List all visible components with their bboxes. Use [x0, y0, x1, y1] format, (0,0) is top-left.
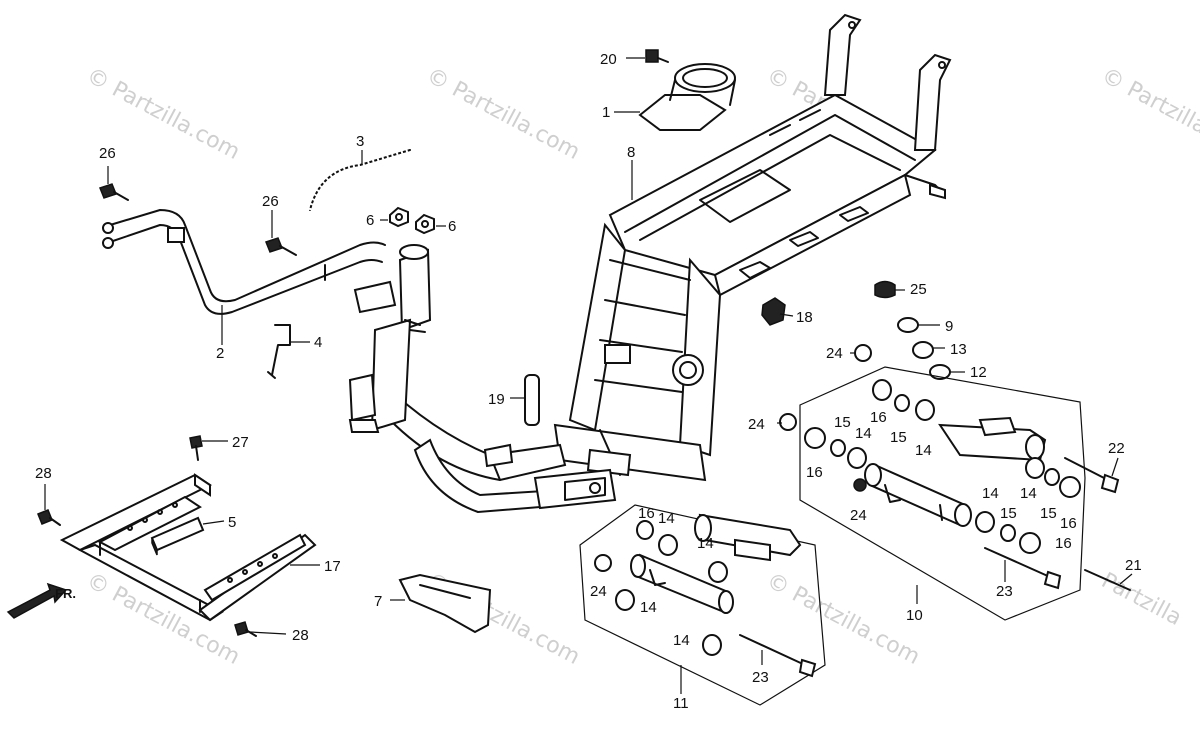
callout-14: 14 [855, 425, 872, 442]
watermark: © Partzilla.com [1097, 63, 1200, 165]
callout-28: 28 [35, 465, 52, 482]
callout-24: 24 [748, 416, 765, 433]
callout-7: 7 [374, 593, 382, 610]
callout-16: 16 [806, 464, 823, 481]
callout-14: 14 [640, 599, 657, 616]
callout-24: 24 [590, 583, 607, 600]
callout-15: 15 [1040, 505, 1057, 522]
watermark-corner: Partzilla [1097, 568, 1185, 631]
clip-part [267, 324, 291, 379]
nut-6-part [389, 206, 435, 235]
callout-14: 14 [982, 485, 999, 502]
callout-28: 28 [292, 627, 309, 644]
callout-18: 18 [796, 309, 813, 326]
callout-14: 14 [697, 535, 714, 552]
callout-15: 15 [1000, 505, 1017, 522]
callout-24: 24 [826, 345, 843, 362]
brake-rod-part [102, 209, 386, 315]
callout-12: 12 [970, 364, 987, 381]
clamp-18-part [761, 297, 786, 326]
front-direction-marker: FR. [6, 582, 76, 619]
callout-5: 5 [228, 514, 236, 531]
watermark: © Partzilla.com [422, 63, 584, 165]
callout-14: 14 [673, 632, 690, 649]
callout-26: 26 [262, 193, 279, 210]
callout-10: 10 [906, 607, 923, 624]
callout-16: 16 [870, 409, 887, 426]
callout-23: 23 [752, 669, 769, 686]
bolt-26-part [99, 183, 297, 256]
leader-lines [44, 57, 1133, 694]
callout-2: 2 [216, 345, 224, 362]
callout-22: 22 [1108, 440, 1125, 457]
callout-6: 6 [366, 212, 374, 229]
callout-17: 17 [324, 558, 341, 575]
callout-24: 24 [850, 507, 867, 524]
front-label: FR. [55, 586, 76, 601]
callout-15: 15 [890, 429, 907, 446]
callout-6: 6 [448, 218, 456, 235]
pivot-assembly-11 [579, 504, 826, 706]
callout-16: 16 [1055, 535, 1072, 552]
floor-frame-17 [59, 473, 317, 622]
callout-14: 14 [658, 510, 675, 527]
callout-16: 16 [1060, 515, 1077, 532]
callout-20: 20 [600, 51, 617, 68]
pad-5-part [150, 516, 205, 556]
callout-3: 3 [356, 133, 364, 150]
callout-14: 14 [915, 442, 932, 459]
pin-19-part [524, 374, 540, 426]
callout-14: 14 [1020, 485, 1037, 502]
callout-16: 16 [638, 505, 655, 522]
callouts: 20 1 3 26 26 6 6 8 2 4 18 19 25 9 13 12 … [35, 51, 1142, 712]
main-frame-part [348, 13, 952, 514]
handlebar-bracket-part [638, 63, 736, 131]
callout-13: 13 [950, 341, 967, 358]
guard-plate-7 [398, 573, 492, 634]
callout-25: 25 [910, 281, 927, 298]
callout-19: 19 [488, 391, 505, 408]
callout-9: 9 [945, 318, 953, 335]
pivot-assembly-10 [799, 366, 1131, 621]
callout-1: 1 [602, 104, 610, 121]
bolts-27-28 [37, 435, 257, 637]
callout-26: 26 [99, 145, 116, 162]
hose-part [305, 145, 412, 212]
callout-11: 11 [673, 695, 689, 712]
callout-8: 8 [627, 144, 635, 161]
bolt-20-part [645, 49, 669, 63]
callout-4: 4 [314, 334, 322, 351]
callout-23: 23 [996, 583, 1013, 600]
callout-21: 21 [1125, 557, 1142, 574]
callout-15: 15 [834, 414, 851, 431]
watermark: © Partzilla.com [762, 568, 924, 670]
callout-27: 27 [232, 434, 249, 451]
